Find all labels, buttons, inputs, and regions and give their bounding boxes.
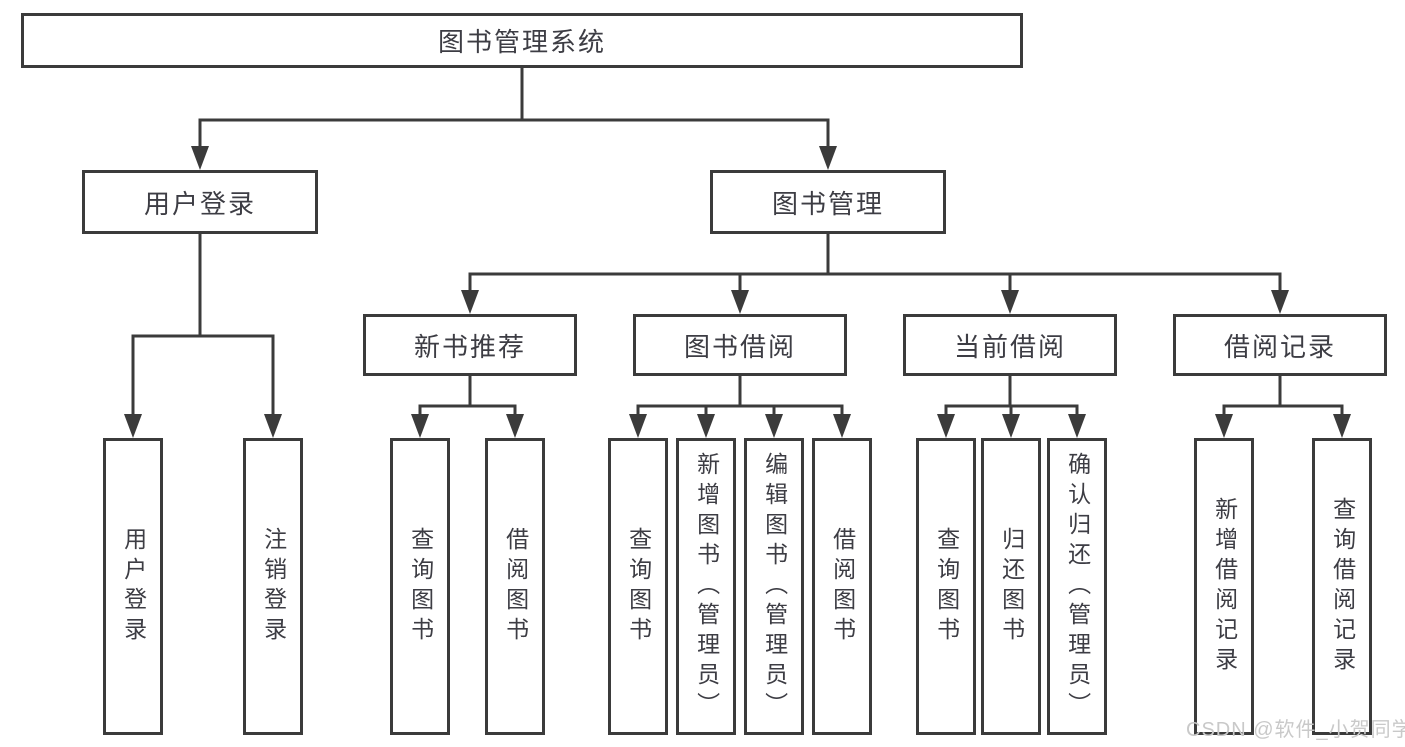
node-label: 借阅图书 <box>829 526 856 647</box>
leaf-borrow-books-borrowing: 借阅图书 <box>812 438 872 735</box>
node-label: 注销登录 <box>260 526 287 647</box>
node-user-login: 用户登录 <box>82 170 318 234</box>
node-label: 查询图书 <box>625 526 652 647</box>
leaf-query-borrow-record: 查询借阅记录 <box>1312 438 1372 735</box>
leaf-add-borrow-record: 新增借阅记录 <box>1194 438 1254 735</box>
node-label: 借阅图书 <box>502 526 529 647</box>
node-label: 图书管理系统 <box>437 27 606 57</box>
node-label: 图书管理 <box>771 188 884 219</box>
leaf-logout: 注销登录 <box>243 438 303 735</box>
csdn-watermark: CSDN @软件_小贺同学 <box>1186 719 1405 741</box>
leaf-query-books-current: 查询图书 <box>916 438 976 735</box>
leaf-query-books-recommend: 查询图书 <box>390 438 450 735</box>
node-label: 当前借阅 <box>953 331 1066 362</box>
node-new-book-recommendation: 新书推荐 <box>363 314 577 376</box>
leaf-return-books: 归还图书 <box>981 438 1041 735</box>
node-label: 归还图书 <box>998 526 1025 647</box>
leaf-query-books-borrowing: 查询图书 <box>608 438 668 735</box>
node-library-management-system: 图书管理系统 <box>21 13 1023 68</box>
node-label: 用户登录 <box>143 188 256 219</box>
node-borrowing-records: 借阅记录 <box>1173 314 1387 376</box>
leaf-borrow-books-recommend: 借阅图书 <box>485 438 545 735</box>
node-book-management: 图书管理 <box>710 170 946 234</box>
node-label: 新增借阅记录 <box>1211 496 1238 677</box>
node-label: 查询图书 <box>407 526 434 647</box>
node-label: 编辑图书（管理员） <box>761 451 788 722</box>
leaf-add-books-admin: 新增图书（管理员） <box>676 438 736 735</box>
node-book-borrowing: 图书借阅 <box>633 314 847 376</box>
node-current-borrowing: 当前借阅 <box>903 314 1117 376</box>
node-label: 借阅记录 <box>1223 331 1336 362</box>
leaf-confirm-return-admin: 确认归还（管理员） <box>1047 438 1107 735</box>
node-label: 新书推荐 <box>413 331 526 362</box>
node-label: 确认归还（管理员） <box>1064 451 1091 722</box>
node-label: 用户登录 <box>120 526 147 647</box>
node-label: 查询图书 <box>933 526 960 647</box>
node-label: 图书借阅 <box>683 331 796 362</box>
node-label: 新增图书（管理员） <box>693 451 720 722</box>
leaf-edit-books-admin: 编辑图书（管理员） <box>744 438 804 735</box>
tree-edges <box>131 68 1344 416</box>
node-label: 查询借阅记录 <box>1329 496 1356 677</box>
leaf-user-login: 用户登录 <box>103 438 163 735</box>
